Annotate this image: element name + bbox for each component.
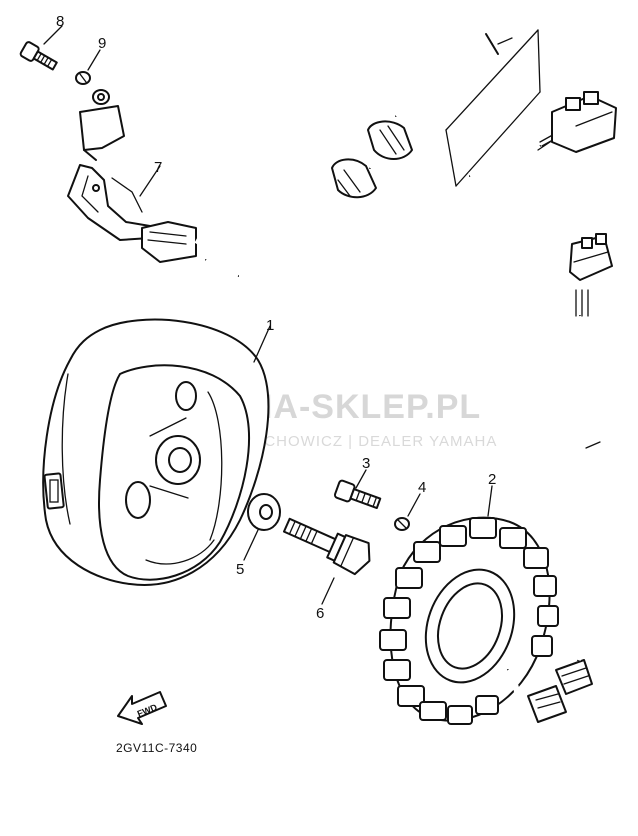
callout-6: 6 xyxy=(316,605,324,622)
connector-right xyxy=(569,233,613,281)
part-8-screw xyxy=(19,25,63,71)
part-6-bolt xyxy=(282,517,371,605)
stator-poles xyxy=(379,517,559,725)
callout-3: 3 xyxy=(362,455,370,472)
grommet-upper xyxy=(367,120,413,160)
part-3-screw xyxy=(333,469,382,510)
watermark-subtitle: WOJCIECHOWICZ | DEALER YAMAHA xyxy=(200,433,497,450)
part-1-rotor xyxy=(42,318,271,586)
callout-5: 5 xyxy=(236,561,244,578)
grommet-lower xyxy=(331,158,377,199)
part-9-washer xyxy=(75,49,101,85)
connector-stator-lower xyxy=(527,685,567,723)
diagram-part-code: 2GV11C-7340 xyxy=(116,741,197,755)
wire-break-detail xyxy=(445,29,617,187)
callout-4: 4 xyxy=(418,479,426,496)
part-4-washer xyxy=(394,493,421,531)
callout-9: 9 xyxy=(98,35,106,52)
callout-7: 7 xyxy=(154,159,162,176)
part-7-pickup-coil xyxy=(67,89,239,279)
callout-2: 2 xyxy=(488,471,496,488)
callout-8: 8 xyxy=(56,13,64,30)
fwd-arrow-icon: FWD xyxy=(117,691,167,725)
part-5-plate-washer xyxy=(243,493,281,561)
connector-top xyxy=(551,91,617,153)
pickup-wire xyxy=(203,33,513,274)
stator-wire xyxy=(466,659,593,819)
connector-stator-upper xyxy=(555,659,593,695)
callout-1: 1 xyxy=(266,317,274,334)
stator-lead xyxy=(569,233,613,661)
